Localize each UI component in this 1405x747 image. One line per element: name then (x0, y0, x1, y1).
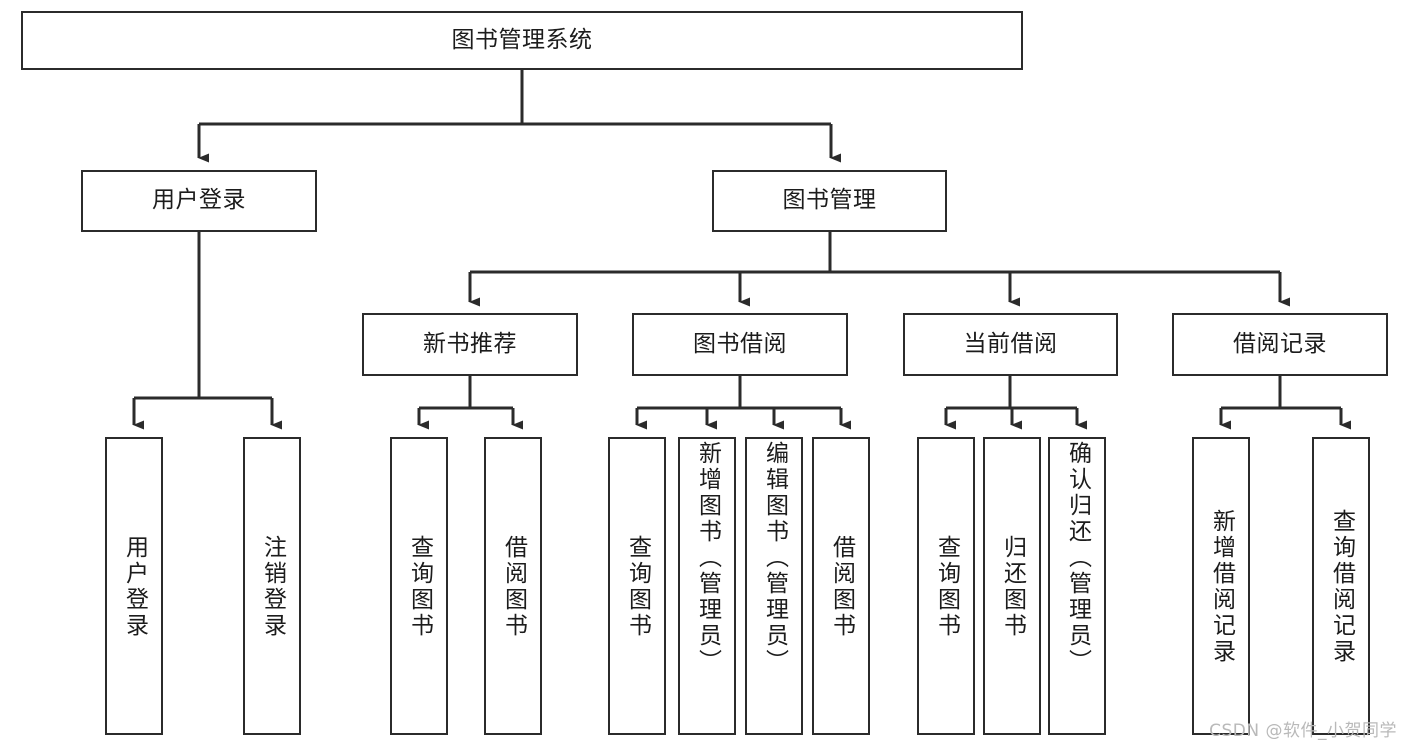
node-leaf-query-borrow-record[interactable]: 查询借阅记录 (1312, 437, 1370, 735)
node-leaf-query-borrow-record-label: 查询借阅记录 (1328, 509, 1355, 665)
node-book-management-label: 图书管理 (782, 187, 877, 214)
node-user-login[interactable]: 用户登录 (81, 170, 317, 232)
node-leaf-return-book[interactable]: 归还图书 (983, 437, 1041, 735)
node-leaf-query-book-recommend-label: 查询图书 (406, 535, 433, 639)
node-leaf-user-logout[interactable]: 注销登录 (243, 437, 301, 735)
node-leaf-user-logout-label: 注销登录 (259, 535, 286, 639)
node-leaf-borrow-book-label: 借阅图书 (828, 535, 855, 639)
node-root[interactable]: 图书管理系统 (21, 11, 1023, 70)
node-book-borrow[interactable]: 图书借阅 (632, 313, 848, 376)
node-root-label: 图书管理系统 (451, 26, 593, 53)
node-leaf-edit-book-admin[interactable]: 编辑图书（管理员） (745, 437, 803, 735)
node-leaf-borrow-book-recommend-label: 借阅图书 (500, 535, 527, 639)
node-leaf-query-book-current-label: 查询图书 (933, 535, 960, 639)
node-leaf-query-book-borrow-label: 查询图书 (624, 535, 651, 639)
node-leaf-confirm-return-admin-label: 确认归还（管理员） (1064, 441, 1091, 675)
node-leaf-query-book-current[interactable]: 查询图书 (917, 437, 975, 735)
csdn-watermark: CSDN @软件_小贺同学 (1209, 721, 1397, 741)
node-leaf-add-book-admin[interactable]: 新增图书（管理员） (678, 437, 736, 735)
node-user-login-label: 用户登录 (152, 187, 246, 214)
node-book-management[interactable]: 图书管理 (712, 170, 947, 232)
node-leaf-user-login[interactable]: 用户登录 (105, 437, 163, 735)
node-leaf-add-borrow-record[interactable]: 新增借阅记录 (1192, 437, 1250, 735)
node-current-borrow[interactable]: 当前借阅 (903, 313, 1118, 376)
node-leaf-user-login-label: 用户登录 (121, 535, 148, 639)
node-leaf-add-borrow-record-label: 新增借阅记录 (1208, 509, 1235, 665)
node-leaf-return-book-label: 归还图书 (999, 535, 1026, 639)
node-borrow-record-label: 借阅记录 (1233, 330, 1327, 357)
node-leaf-query-book-recommend[interactable]: 查询图书 (390, 437, 448, 735)
node-new-book-recommend-label: 新书推荐 (423, 330, 517, 357)
node-borrow-record[interactable]: 借阅记录 (1172, 313, 1388, 376)
node-current-borrow-label: 当前借阅 (963, 330, 1058, 357)
node-leaf-add-book-admin-label: 新增图书（管理员） (694, 441, 721, 675)
node-leaf-borrow-book-recommend[interactable]: 借阅图书 (484, 437, 542, 735)
node-leaf-borrow-book[interactable]: 借阅图书 (812, 437, 870, 735)
node-leaf-edit-book-admin-label: 编辑图书（管理员） (761, 441, 788, 675)
node-leaf-confirm-return-admin[interactable]: 确认归还（管理员） (1048, 437, 1106, 735)
node-new-book-recommend[interactable]: 新书推荐 (362, 313, 578, 376)
node-leaf-query-book-borrow[interactable]: 查询图书 (608, 437, 666, 735)
node-book-borrow-label: 图书借阅 (693, 330, 787, 357)
